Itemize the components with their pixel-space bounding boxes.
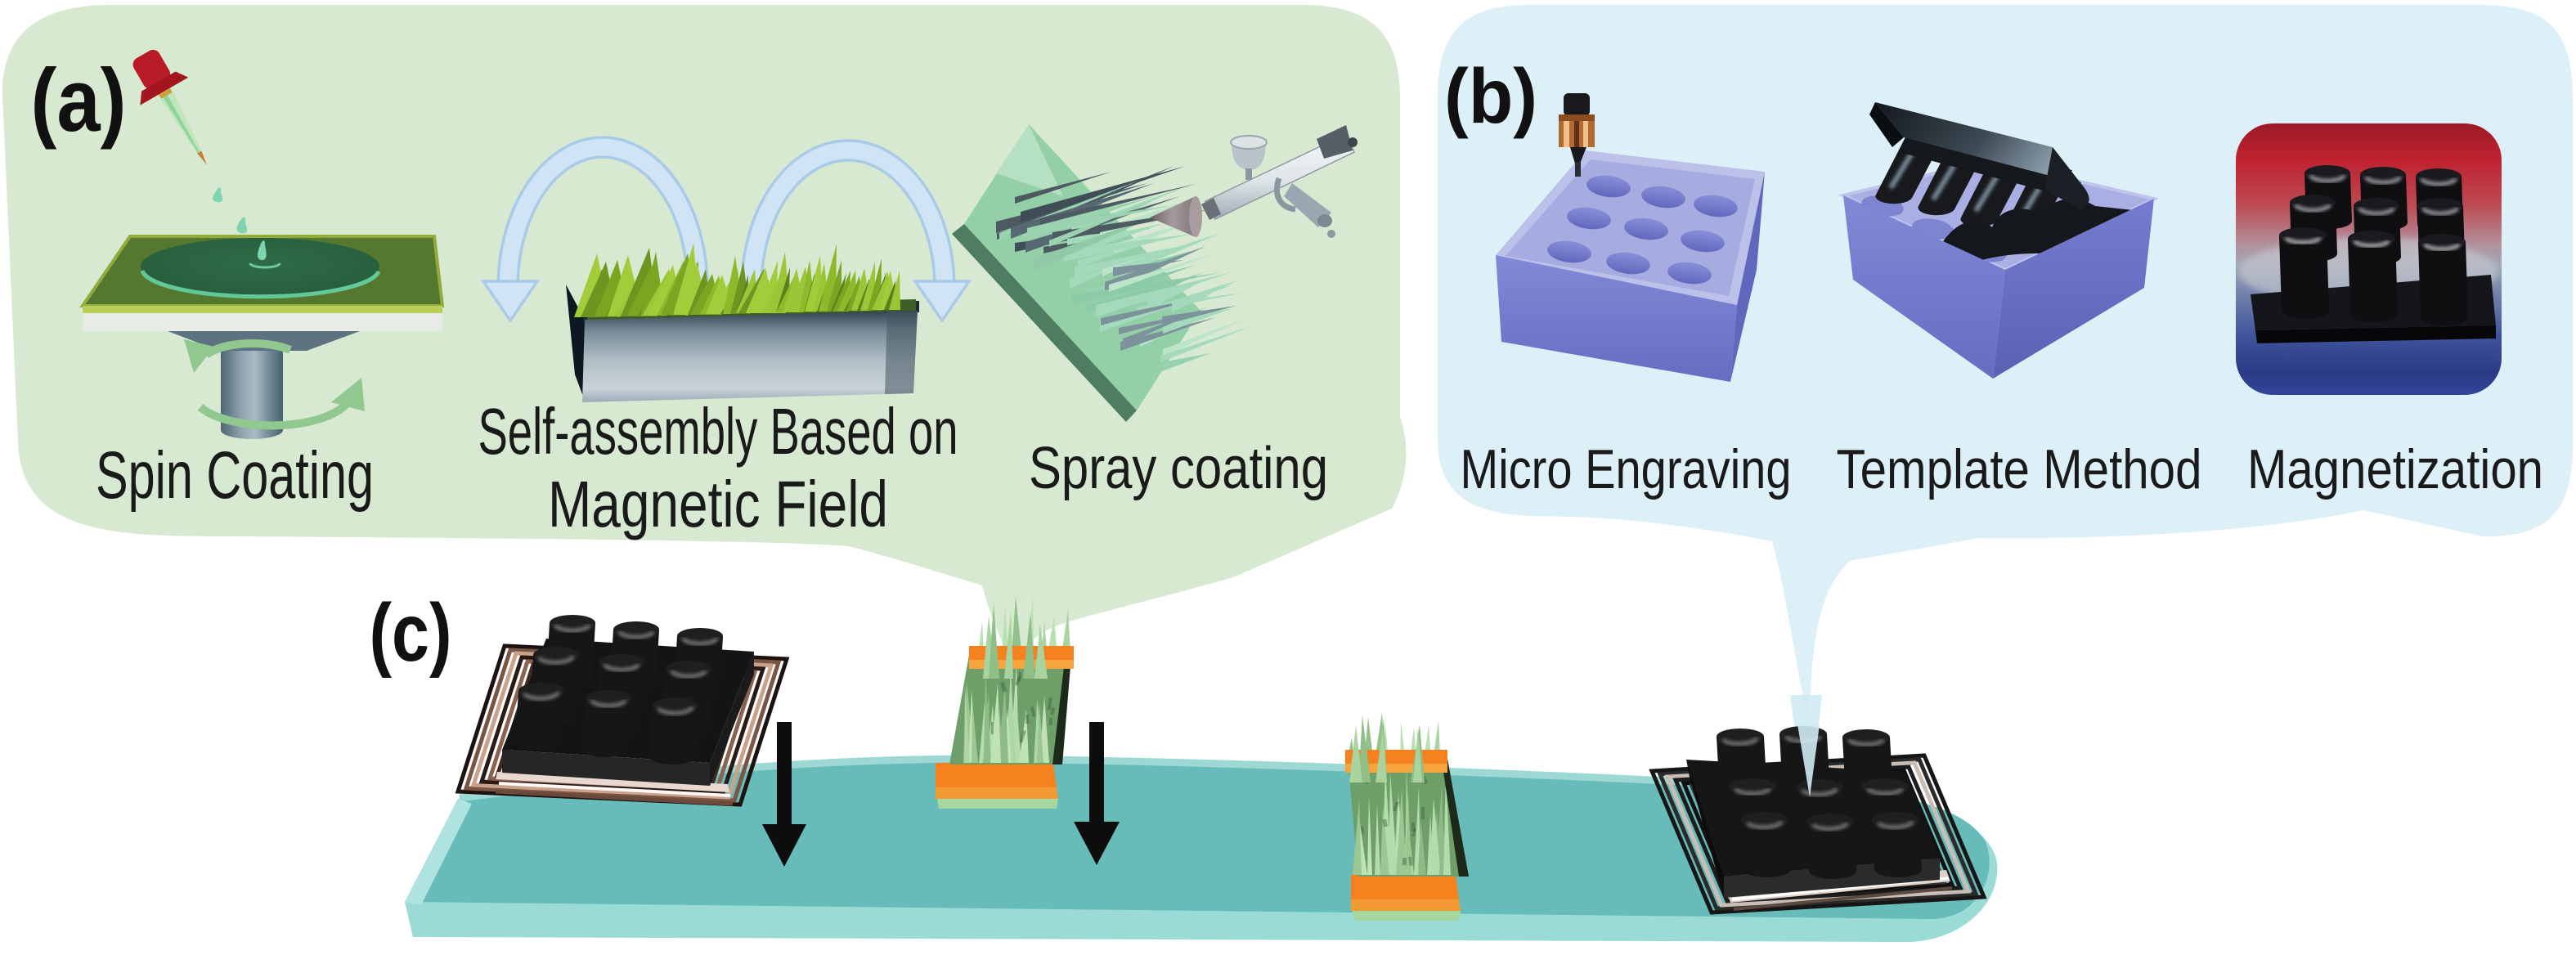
svg-text:Template Method: Template Method — [1837, 438, 2202, 500]
svg-text:Magnetic Field: Magnetic Field — [548, 468, 888, 540]
svg-text:Spray coating: Spray coating — [1029, 436, 1328, 501]
svg-text:(a): (a) — [31, 51, 127, 150]
svg-text:(c): (c) — [370, 587, 452, 679]
svg-text:(b): (b) — [1444, 53, 1537, 140]
svg-text:Magnetization: Magnetization — [2247, 438, 2543, 500]
svg-text:Spin Coating: Spin Coating — [96, 438, 374, 513]
svg-text:Micro Engraving: Micro Engraving — [1461, 438, 1792, 500]
svg-text:Self-assembly Based on: Self-assembly Based on — [478, 395, 958, 468]
